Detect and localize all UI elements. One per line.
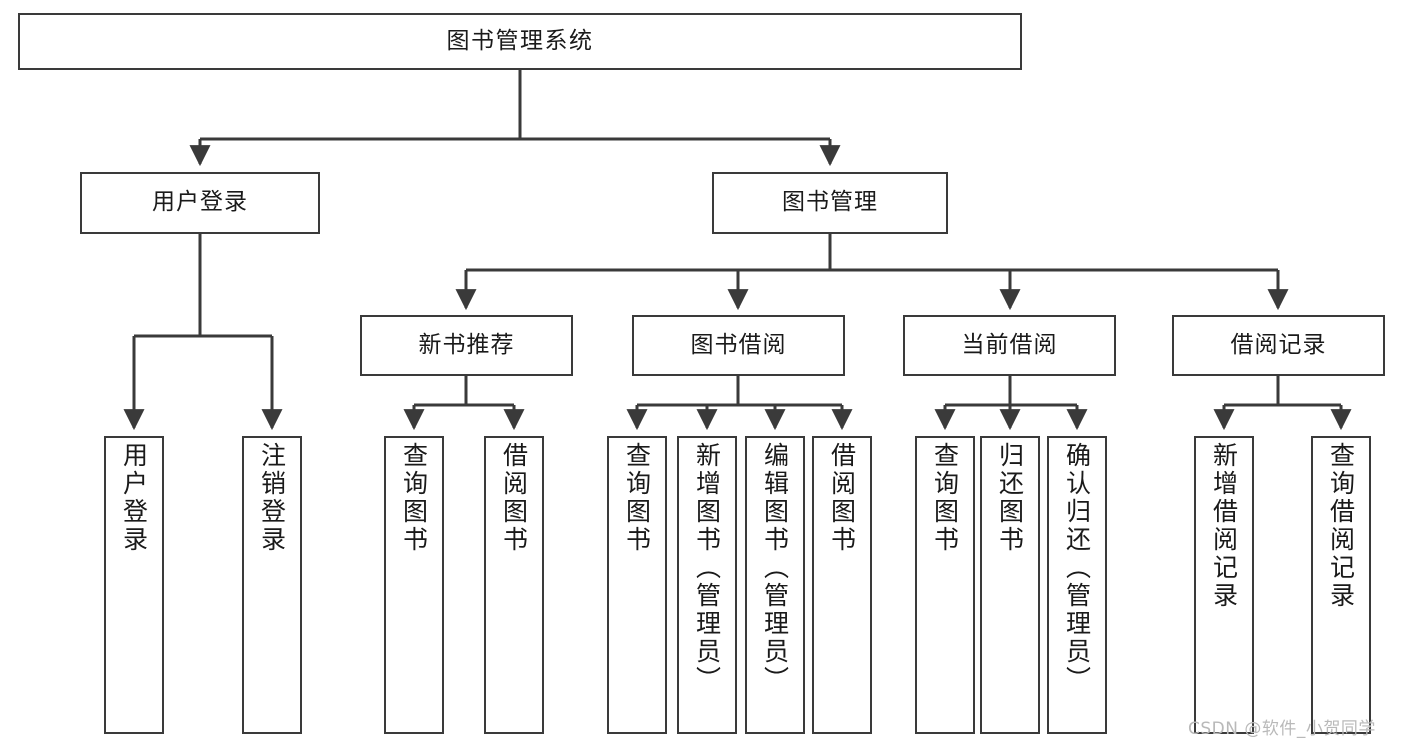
node-root[interactable]: 图书管理系统 xyxy=(18,13,1022,70)
node-leaf-add-record-label: 新增借阅记录 xyxy=(1209,442,1239,610)
node-leaf-query-book-1-label: 查询图书 xyxy=(399,442,429,554)
node-root-label: 图书管理系统 xyxy=(446,27,594,54)
node-leaf-query-book-1[interactable]: 查询图书 xyxy=(384,436,444,734)
node-book-management-label: 图书管理 xyxy=(782,189,878,216)
node-new-book-recommend-label: 新书推荐 xyxy=(418,331,515,358)
node-leaf-user-logout[interactable]: 注销登录 xyxy=(242,436,302,734)
node-leaf-edit-book-label: 编辑图书（管理员） xyxy=(760,442,790,694)
node-borrow-record-label: 借阅记录 xyxy=(1230,331,1327,358)
node-leaf-query-book-2[interactable]: 查询图书 xyxy=(607,436,667,734)
node-leaf-borrow-book-2-label: 借阅图书 xyxy=(827,442,857,554)
node-leaf-edit-book[interactable]: 编辑图书（管理员） xyxy=(745,436,805,734)
node-leaf-query-book-3-label: 查询图书 xyxy=(930,442,960,554)
node-leaf-query-book-2-label: 查询图书 xyxy=(622,442,652,554)
node-leaf-add-record[interactable]: 新增借阅记录 xyxy=(1194,436,1254,734)
node-user-login-label: 用户登录 xyxy=(152,189,248,216)
node-leaf-return-book[interactable]: 归还图书 xyxy=(980,436,1040,734)
node-leaf-confirm-return-label: 确认归还（管理员） xyxy=(1062,442,1092,694)
node-book-management[interactable]: 图书管理 xyxy=(712,172,948,234)
node-leaf-user-login-label: 用户登录 xyxy=(119,442,149,554)
node-leaf-user-logout-label: 注销登录 xyxy=(257,442,287,554)
node-leaf-query-record-label: 查询借阅记录 xyxy=(1326,442,1356,610)
node-leaf-user-login[interactable]: 用户登录 xyxy=(104,436,164,734)
node-leaf-query-record[interactable]: 查询借阅记录 xyxy=(1311,436,1371,734)
node-book-borrow[interactable]: 图书借阅 xyxy=(632,315,845,376)
node-leaf-return-book-label: 归还图书 xyxy=(995,442,1025,554)
node-current-borrow-label: 当前借阅 xyxy=(961,331,1058,358)
csdn-watermark: CSDN @软件_小贺同学 xyxy=(1188,719,1376,739)
node-current-borrow[interactable]: 当前借阅 xyxy=(903,315,1116,376)
node-leaf-confirm-return[interactable]: 确认归还（管理员） xyxy=(1047,436,1107,734)
node-leaf-add-book-label: 新增图书（管理员） xyxy=(692,442,722,694)
node-book-borrow-label: 图书借阅 xyxy=(690,331,787,358)
node-leaf-borrow-book-1-label: 借阅图书 xyxy=(499,442,529,554)
node-leaf-query-book-3[interactable]: 查询图书 xyxy=(915,436,975,734)
node-user-login[interactable]: 用户登录 xyxy=(80,172,320,234)
node-leaf-borrow-book-1[interactable]: 借阅图书 xyxy=(484,436,544,734)
node-leaf-borrow-book-2[interactable]: 借阅图书 xyxy=(812,436,872,734)
node-leaf-add-book[interactable]: 新增图书（管理员） xyxy=(677,436,737,734)
node-new-book-recommend[interactable]: 新书推荐 xyxy=(360,315,573,376)
node-borrow-record[interactable]: 借阅记录 xyxy=(1172,315,1385,376)
